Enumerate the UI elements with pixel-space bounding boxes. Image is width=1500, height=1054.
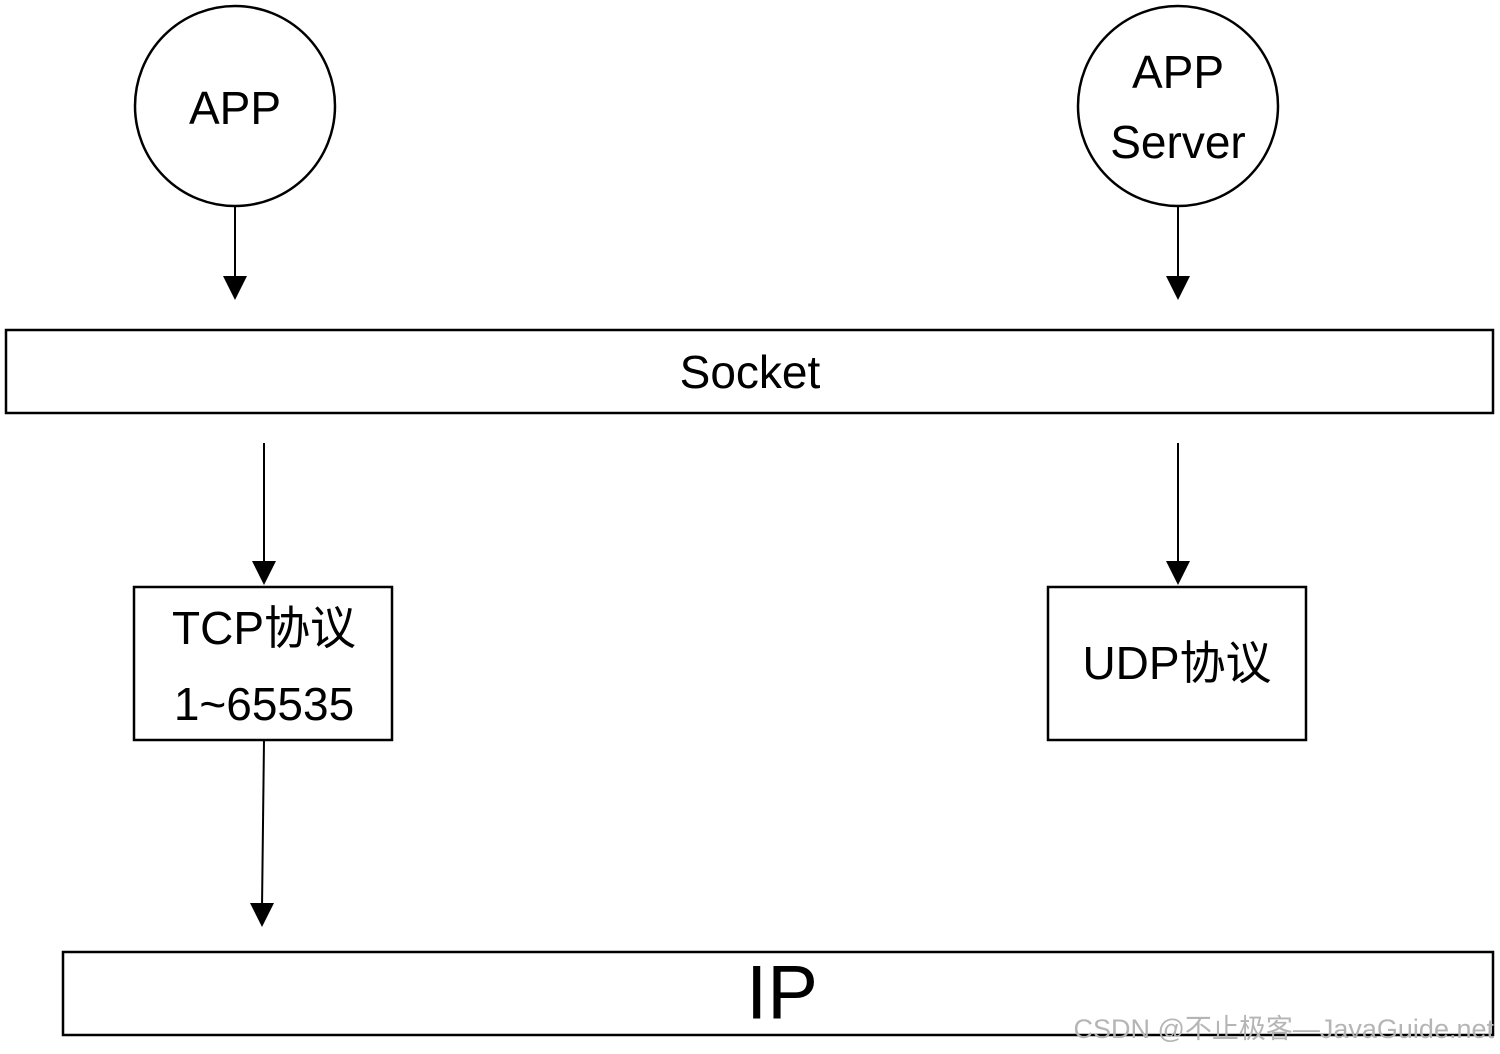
arrow-socket-to-udp (1166, 443, 1190, 585)
arrow-tcp-to-ip-line (261, 739, 265, 909)
ip-label: IP (746, 951, 818, 1036)
arrow-server-to-socket (1166, 206, 1190, 300)
arrow-app-to-socket (223, 206, 247, 300)
app-server-node: APP Server (1076, 4, 1280, 208)
tcp-node: TCP协议 1~65535 (132, 585, 394, 742)
watermark-text: CSDN @不止极客—JavaGuide.net (1073, 1014, 1494, 1044)
arrow-tcp-to-ip (250, 739, 274, 927)
tcp-box (132, 585, 394, 742)
app-server-circle (1076, 4, 1280, 208)
ip-bar (61, 950, 1495, 1037)
arrow-socket-to-tcp-head (252, 561, 276, 585)
app-server-label-line2: Server (1110, 116, 1245, 168)
arrow-socket-to-udp-head (1166, 561, 1190, 585)
socket-layer: Socket (4, 328, 1495, 415)
arrow-server-to-socket-head (1166, 276, 1190, 300)
arrow-tcp-to-ip-head (250, 903, 274, 927)
tcp-label-line1: TCP协议 (172, 602, 356, 654)
tcp-label-line2: 1~65535 (174, 678, 354, 730)
app-node: APP (133, 4, 337, 208)
app-label: APP (189, 82, 281, 134)
udp-label: UDP协议 (1082, 637, 1271, 689)
socket-label: Socket (680, 346, 821, 398)
arrow-socket-to-tcp (252, 443, 276, 585)
arrow-app-to-socket-head (223, 276, 247, 300)
udp-node: UDP协议 (1046, 585, 1308, 742)
app-server-label-line1: APP (1132, 46, 1224, 98)
ip-layer: IP (61, 950, 1495, 1037)
udp-box (1046, 585, 1308, 742)
socket-bar (4, 328, 1495, 415)
